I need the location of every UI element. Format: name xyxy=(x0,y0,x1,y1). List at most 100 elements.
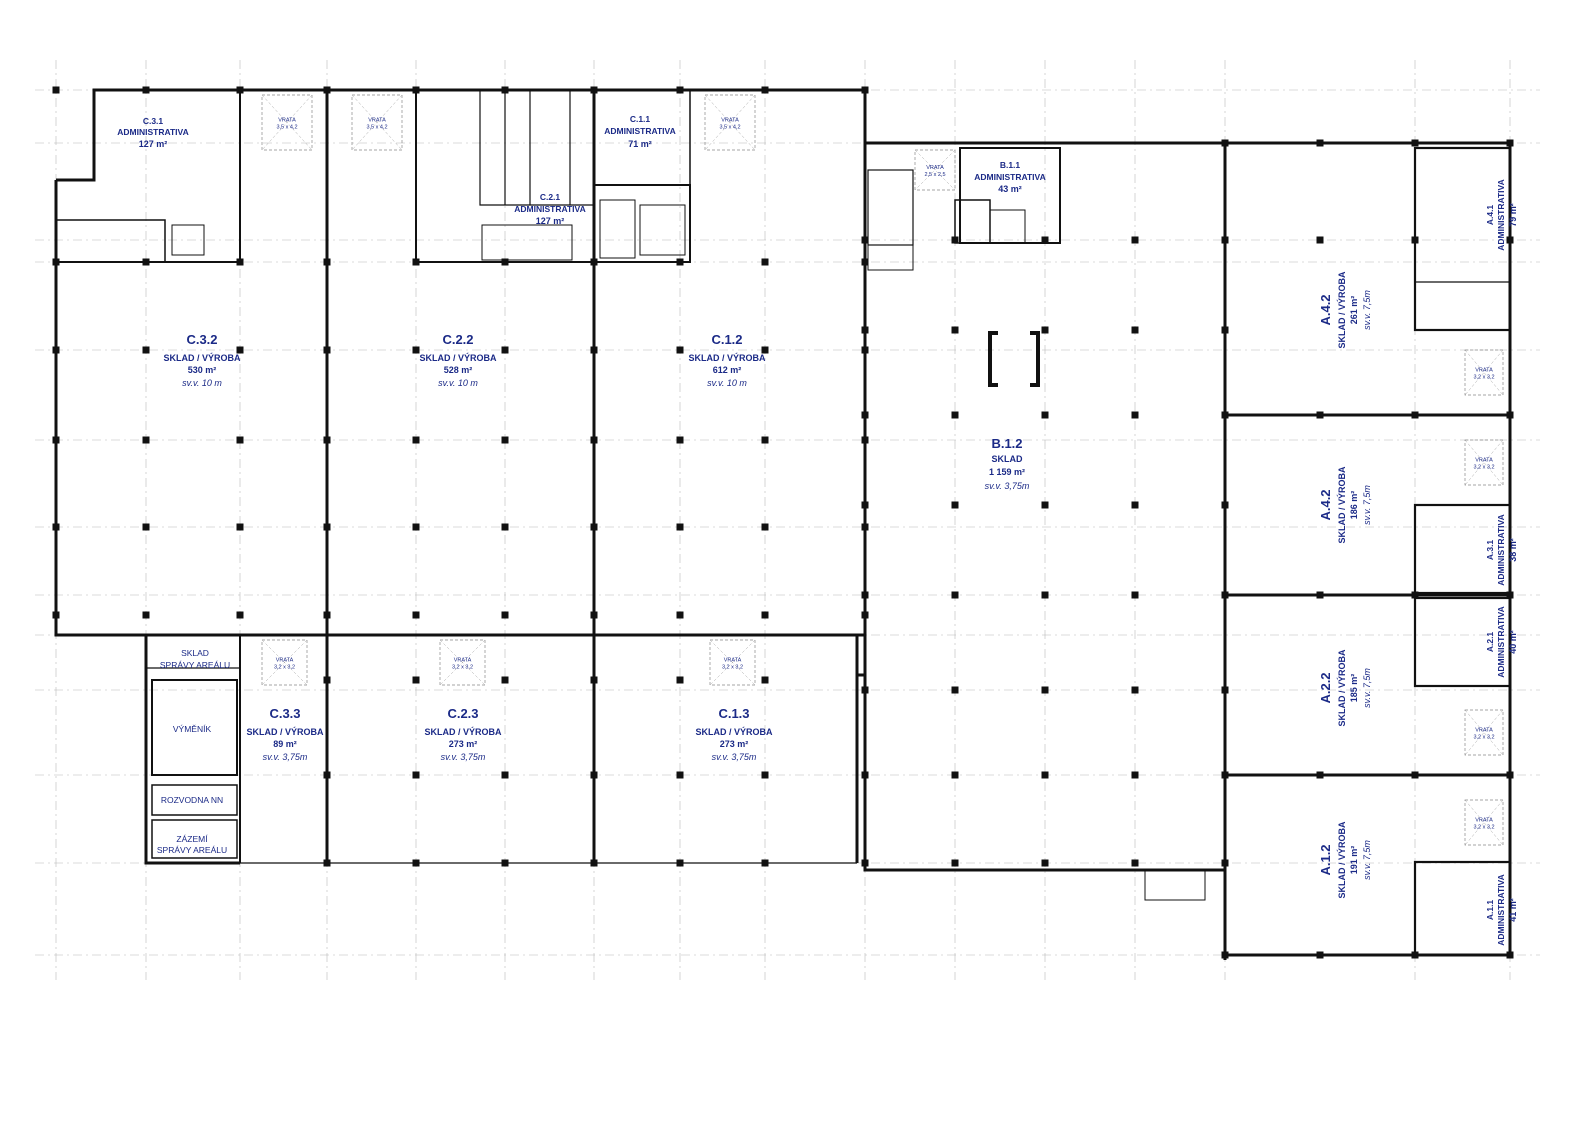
column xyxy=(142,346,150,354)
column xyxy=(676,436,684,444)
gate-size: 3,2 x 3,2 xyxy=(1473,735,1494,741)
unit-use: ADMINISTRATIVA xyxy=(117,127,188,137)
column xyxy=(1221,139,1229,147)
column xyxy=(1041,686,1049,694)
unit-code: A.3.1 xyxy=(1485,540,1495,561)
column xyxy=(861,258,869,266)
column xyxy=(142,258,150,266)
unit-code: B.1.1 xyxy=(1000,160,1021,170)
unit-area: 528 m² xyxy=(444,365,473,375)
column xyxy=(861,859,869,867)
gate-label: VRATA xyxy=(926,165,944,171)
unit-area: 127 m² xyxy=(536,216,565,226)
unit-c32-label: C.3.2 SKLAD / VÝROBA 530 m² sv.v. 10 m xyxy=(163,332,241,388)
column xyxy=(1411,236,1419,244)
column xyxy=(501,523,509,531)
unit-c12-label: C.1.2 SKLAD / VÝROBA 612 m² sv.v. 10 m xyxy=(688,332,766,388)
column-markers xyxy=(52,86,1514,959)
column xyxy=(951,326,959,334)
gate-size: 3,5 x 4,2 xyxy=(719,125,740,131)
column xyxy=(676,611,684,619)
unit-use: ADMINISTRATIVA xyxy=(1496,606,1506,677)
aux-sklad-line2: SPRÁVY AREÁLU xyxy=(160,660,230,670)
column xyxy=(676,86,684,94)
column xyxy=(761,771,769,779)
column xyxy=(590,676,598,684)
unit-use: SKLAD xyxy=(992,454,1023,464)
unit-use: SKLAD / VÝROBA xyxy=(1336,466,1347,544)
gate-label: VRATA xyxy=(454,658,472,664)
column xyxy=(1131,326,1139,334)
unit-use: ADMINISTRATIVA xyxy=(514,204,585,214)
unit-use: SKLAD / VÝROBA xyxy=(246,726,324,737)
unit-a22-label: A.2.2 SKLAD / VÝROBA 185 m² sv.v. 7,5m xyxy=(1318,649,1372,727)
column xyxy=(1221,236,1229,244)
column xyxy=(761,86,769,94)
column xyxy=(1221,686,1229,694)
unit-area: 79 m² xyxy=(1508,203,1518,227)
column xyxy=(501,258,509,266)
unit-use: SKLAD / VÝROBA xyxy=(1336,271,1347,349)
unit-area: 40 m² xyxy=(1508,630,1518,654)
unit-c11-label: C.1.1 ADMINISTRATIVA 71 m² xyxy=(604,114,675,149)
column xyxy=(1041,591,1049,599)
column xyxy=(590,258,598,266)
column xyxy=(501,436,509,444)
column xyxy=(1041,771,1049,779)
unit-code: A.2.2 xyxy=(1318,672,1333,703)
aux-vymenik: VÝMĚNÍK xyxy=(173,724,212,734)
column xyxy=(412,611,420,619)
gate-size: 3,5 x 4,2 xyxy=(366,125,387,131)
column xyxy=(323,523,331,531)
column xyxy=(501,771,509,779)
column xyxy=(590,86,598,94)
unit-code: C.3.2 xyxy=(186,332,217,347)
unit-clear-height: sv.v. 7,5m xyxy=(1362,485,1372,525)
column xyxy=(236,523,244,531)
column xyxy=(676,523,684,531)
column xyxy=(1506,236,1514,244)
column xyxy=(412,771,420,779)
column xyxy=(761,346,769,354)
column xyxy=(761,258,769,266)
column xyxy=(323,86,331,94)
unit-code: C.1.1 xyxy=(630,114,651,124)
unit-area: 186 m² xyxy=(1349,491,1359,520)
column xyxy=(951,771,959,779)
unit-b11-label: B.1.1 ADMINISTRATIVA 43 m² xyxy=(974,160,1045,194)
unit-code: C.2.1 xyxy=(540,192,561,202)
column xyxy=(1316,139,1324,147)
unit-clear-height: sv.v. 10 m xyxy=(438,378,478,388)
column xyxy=(590,523,598,531)
column xyxy=(323,436,331,444)
column xyxy=(951,591,959,599)
column xyxy=(1506,771,1514,779)
column xyxy=(1041,411,1049,419)
aux-sklad-line1: SKLAD xyxy=(181,648,209,658)
unit-c33-label: C.3.3 SKLAD / VÝROBA 89 m² sv.v. 3,75m xyxy=(246,706,324,762)
column xyxy=(761,436,769,444)
unit-use: SKLAD / VÝROBA xyxy=(163,352,241,363)
column xyxy=(1221,501,1229,509)
unit-a32-label: A.4.2 SKLAD / VÝROBA 186 m² sv.v. 7,5m xyxy=(1318,466,1372,544)
column xyxy=(412,258,420,266)
column xyxy=(1221,411,1229,419)
column xyxy=(1221,326,1229,334)
column xyxy=(52,86,60,94)
column xyxy=(1131,236,1139,244)
column xyxy=(861,523,869,531)
unit-code: C.3.3 xyxy=(269,706,300,721)
column xyxy=(861,501,869,509)
column xyxy=(861,771,869,779)
column xyxy=(676,676,684,684)
unit-area: 1 159 m² xyxy=(989,467,1025,477)
column xyxy=(52,611,60,619)
column xyxy=(412,523,420,531)
unit-a12-label: A.1.2 SKLAD / VÝROBA 191 m² sv.v. 7,5m xyxy=(1318,821,1372,899)
